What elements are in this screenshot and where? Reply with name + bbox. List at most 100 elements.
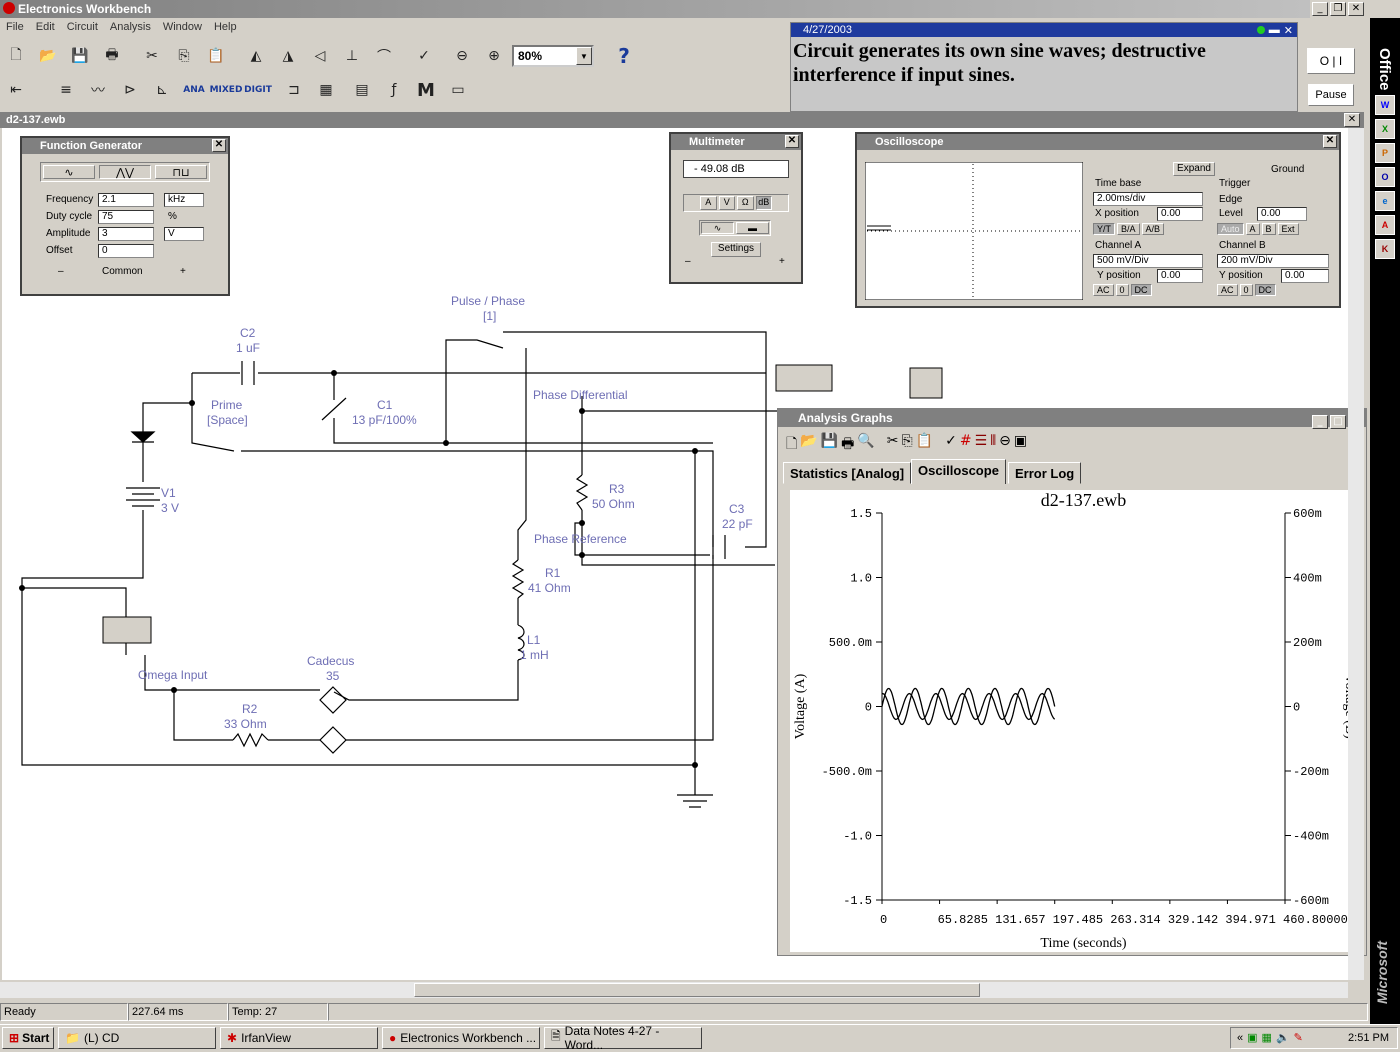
help-button[interactable]: ?: [618, 44, 630, 68]
analysis-maximize-button[interactable]: □: [1330, 415, 1346, 429]
task-electronics-workbench[interactable]: ●Electronics Workbench ...: [382, 1026, 540, 1049]
x-position-input[interactable]: 0.00: [1157, 207, 1203, 221]
analog-ics-bin[interactable]: ANA: [183, 85, 205, 95]
close-icon[interactable]: ✕: [785, 135, 799, 148]
horizontal-scrollbar-thumb[interactable]: [414, 983, 980, 997]
paste-icon[interactable]: 📋: [207, 48, 225, 64]
trigger-b-button[interactable]: B: [1261, 223, 1276, 235]
frequency-unit-select[interactable]: kHz: [164, 193, 204, 207]
channel-b-scale-input[interactable]: 200 mV/Div: [1217, 254, 1329, 268]
channel-a-zero-button[interactable]: 0: [1115, 284, 1129, 296]
channel-b-zero-button[interactable]: 0: [1239, 284, 1253, 296]
cut-icon[interactable]: ✂: [886, 433, 899, 449]
power-switch[interactable]: O | I: [1307, 48, 1355, 74]
component-properties-icon[interactable]: ⊥: [345, 48, 359, 64]
close-button[interactable]: ✕: [1348, 2, 1364, 16]
tab-error-log[interactable]: Error Log: [1008, 462, 1082, 484]
menu-file[interactable]: File: [6, 21, 24, 33]
vertical-scrollbar[interactable]: [1348, 128, 1364, 980]
yt-mode-button[interactable]: Y/T: [1093, 223, 1116, 235]
chevron-down-icon[interactable]: ▼: [576, 47, 592, 65]
print-icon[interactable]: 🖶: [105, 47, 119, 63]
new-file-icon[interactable]: 🗋: [10, 47, 22, 63]
grid-toggle-icon[interactable]: #: [959, 433, 972, 449]
note-minimize-icon[interactable]: ▬: [1268, 23, 1280, 36]
instruments-bin-icon[interactable]: ▭: [451, 82, 465, 98]
menu-window[interactable]: Window: [162, 21, 202, 33]
tray-speaker-icon[interactable]: 🔈: [1275, 1032, 1290, 1044]
save-icon[interactable]: 💾: [71, 48, 89, 64]
task-word-document[interactable]: 🗎Data Notes 4-27 - Word...: [544, 1024, 702, 1052]
digital-ics-bin[interactable]: DIGIT: [244, 85, 272, 95]
create-subcircuit-icon[interactable]: ⌒: [377, 49, 391, 65]
menu-help[interactable]: Help: [213, 21, 237, 33]
ab-mode-button[interactable]: A/B: [1141, 223, 1165, 235]
note-close-icon[interactable]: ✕: [1283, 24, 1293, 37]
outlook-icon[interactable]: O: [1375, 166, 1395, 187]
tab-statistics[interactable]: Statistics [Analog]: [783, 462, 912, 484]
open-folder-icon[interactable]: 📂: [800, 433, 818, 449]
task-irfanview[interactable]: ✱IrfanView: [220, 1026, 378, 1049]
minimize-button[interactable]: _: [1312, 2, 1328, 16]
square-wave-icon[interactable]: ⊓⊔: [155, 165, 207, 179]
excel-icon[interactable]: X: [1375, 118, 1395, 139]
expand-button[interactable]: Expand: [1173, 162, 1215, 176]
copy-icon[interactable]: ⎘: [178, 48, 190, 64]
internet-explorer-icon[interactable]: e: [1375, 190, 1395, 211]
flip-horizontal-icon[interactable]: ◮: [282, 48, 294, 64]
ba-mode-button[interactable]: B/A: [1117, 223, 1140, 235]
zoom-out-icon[interactable]: ⊖: [456, 48, 468, 64]
new-file-icon[interactable]: 🗋: [786, 436, 798, 452]
trigger-level-input[interactable]: 0.00: [1257, 207, 1307, 221]
controls-bin-icon[interactable]: ƒ: [391, 82, 397, 98]
basic-bin-icon[interactable]: 〰: [91, 83, 105, 99]
save-icon[interactable]: 💾: [820, 433, 839, 449]
mode-db-button[interactable]: dB: [755, 196, 772, 210]
word-icon[interactable]: W: [1375, 94, 1395, 115]
favorites-icon[interactable]: ⇤: [10, 82, 22, 98]
paste-icon[interactable]: 📋: [915, 433, 934, 449]
channel-a-ypos-input[interactable]: 0.00: [1157, 269, 1203, 283]
offset-input[interactable]: 0: [98, 244, 154, 258]
print-icon[interactable]: 🖶: [841, 436, 855, 452]
tray-acrobat-icon[interactable]: ✎: [1293, 1032, 1303, 1044]
properties-icon[interactable]: ✓: [945, 433, 957, 449]
access-icon[interactable]: A: [1375, 214, 1395, 235]
timebase-input[interactable]: 2.00ms/div: [1093, 192, 1203, 206]
channel-a-dc-button[interactable]: DC: [1130, 284, 1152, 296]
document-close-button[interactable]: ✕: [1344, 113, 1360, 127]
reverse-colors-icon[interactable]: ▣: [1013, 433, 1028, 449]
channel-b-ypos-input[interactable]: 0.00: [1281, 269, 1329, 283]
mixed-ics-bin[interactable]: MIXED: [209, 85, 243, 95]
amplitude-input[interactable]: 3: [98, 227, 154, 241]
task-cd[interactable]: 📁(L) CD: [58, 1026, 216, 1049]
duty-cycle-input[interactable]: 75: [98, 210, 154, 224]
digital-bin-icon[interactable]: ▦: [319, 82, 333, 98]
pause-button[interactable]: Pause: [1308, 84, 1354, 106]
cut-icon[interactable]: ✂: [146, 48, 158, 64]
tray-network-icon[interactable]: ▣: [1247, 1032, 1258, 1044]
menu-edit[interactable]: Edit: [35, 21, 55, 33]
maximize-button[interactable]: ❐: [1330, 2, 1346, 16]
diodes-bin-icon[interactable]: ⊳: [124, 82, 136, 98]
logic-gates-bin-icon[interactable]: ⊐: [288, 82, 300, 98]
close-icon[interactable]: ✕: [1323, 135, 1337, 148]
channel-a-ac-button[interactable]: AC: [1093, 284, 1114, 296]
legend-toggle-icon[interactable]: ☰: [974, 433, 988, 449]
analysis-minimize-button[interactable]: _: [1312, 415, 1328, 429]
tab-oscilloscope[interactable]: Oscilloscope: [911, 459, 1006, 484]
frequency-input[interactable]: 2.1: [98, 193, 154, 207]
analysis-graphs-icon[interactable]: ✓: [418, 48, 430, 64]
flip-vertical-icon[interactable]: ◁: [314, 48, 326, 64]
menu-analysis[interactable]: Analysis: [109, 21, 151, 33]
ac-mode-icon[interactable]: ∿: [701, 222, 734, 234]
cursors-toggle-icon[interactable]: ⫴: [990, 433, 997, 449]
sine-wave-icon[interactable]: ∿: [43, 165, 95, 179]
zoom-select[interactable]: 80%▼: [512, 45, 594, 67]
channel-a-scale-input[interactable]: 500 mV/Div: [1093, 254, 1203, 268]
print-preview-icon[interactable]: 🔍: [857, 433, 875, 449]
multimeter-settings-button[interactable]: Settings: [711, 242, 761, 257]
horizontal-scrollbar[interactable]: [0, 982, 1348, 998]
sources-bin-icon[interactable]: ≡: [60, 82, 72, 98]
indicators-bin-icon[interactable]: ▤: [355, 82, 369, 98]
